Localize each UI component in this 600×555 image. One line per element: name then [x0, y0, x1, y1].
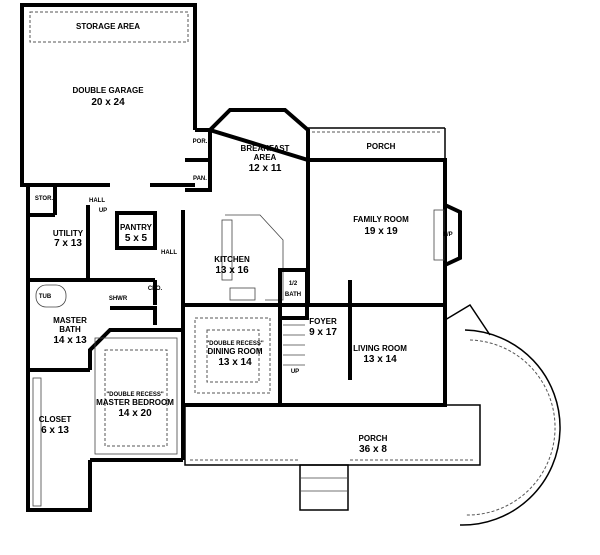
master-bath-label-2: BATH — [59, 325, 81, 334]
dining-room-size: 13 x 14 — [218, 357, 252, 368]
hall-label: HALL — [89, 198, 105, 204]
stair-up-label-2: UP — [291, 369, 299, 375]
foyer-label: FOYER — [309, 317, 337, 326]
master-bedroom-size: 14 x 20 — [118, 408, 152, 419]
living-room-label: LIVING ROOM — [353, 344, 407, 353]
hall-label-2: HALL — [161, 250, 177, 256]
kitchen-label: KITCHEN — [214, 255, 250, 264]
left-wing-walls — [26, 185, 185, 512]
breakfast-label-2: AREA — [254, 153, 277, 162]
front-porch-label: PORCH — [359, 434, 388, 443]
half-bath-label: 1/2 — [289, 281, 298, 287]
stair-up-label: UP — [99, 208, 107, 214]
master-bath-size: 14 x 13 — [53, 335, 87, 346]
breakfast-label: BREAKFAST — [241, 144, 290, 153]
dining-room-label: DINING ROOM — [207, 347, 262, 356]
clo-label: CLO. — [148, 286, 163, 292]
por-pan-walls — [185, 128, 212, 192]
breakfast-walls — [206, 108, 310, 163]
utility-size: 7 x 13 — [54, 238, 82, 249]
master-bath-label: MASTER — [53, 316, 87, 325]
closet-label: CLOSET — [39, 415, 72, 424]
master-bedroom-note: "DOUBLE RECESS" — [106, 392, 164, 398]
family-room-size: 19 x 19 — [364, 226, 398, 237]
utility-label: UTILITY — [53, 229, 84, 238]
breakfast-size: 12 x 11 — [249, 163, 282, 174]
pantry-label: PANTRY — [120, 223, 153, 232]
front-porch-size: 36 x 8 — [359, 444, 387, 455]
gazebo — [444, 303, 561, 526]
foyer-size: 9 x 17 — [309, 327, 337, 338]
pan-label: PAN. — [193, 176, 207, 182]
garage-walls — [20, 3, 197, 187]
garage-size: 20 x 24 — [91, 97, 125, 108]
front-porch — [184, 404, 481, 511]
living-room-size: 13 x 14 — [363, 354, 397, 365]
top-porch — [308, 127, 446, 160]
fireplace-label: F/P — [443, 232, 452, 238]
porch-top-label: PORCH — [367, 142, 396, 151]
por-label: POR. — [193, 139, 208, 145]
pantry-size: 5 x 5 — [125, 233, 148, 244]
storage-label: STORAGE AREA — [76, 22, 140, 31]
foyer-walls — [278, 268, 352, 405]
stor-label: STOR. — [35, 196, 54, 202]
dining-note: "DOUBLE RECESS" — [206, 341, 264, 347]
shower-label: SHWR — [109, 296, 128, 302]
garage-label: DOUBLE GARAGE — [72, 86, 144, 95]
half-bath-label-2: BATH — [285, 292, 301, 298]
master-bedroom-label: MASTER BEDROOM — [96, 398, 174, 407]
tub-label: TUB — [39, 294, 52, 300]
closet-size: 6 x 13 — [41, 425, 69, 436]
family-room-label: FAMILY ROOM — [353, 215, 409, 224]
kitchen-size: 13 x 16 — [215, 265, 249, 276]
